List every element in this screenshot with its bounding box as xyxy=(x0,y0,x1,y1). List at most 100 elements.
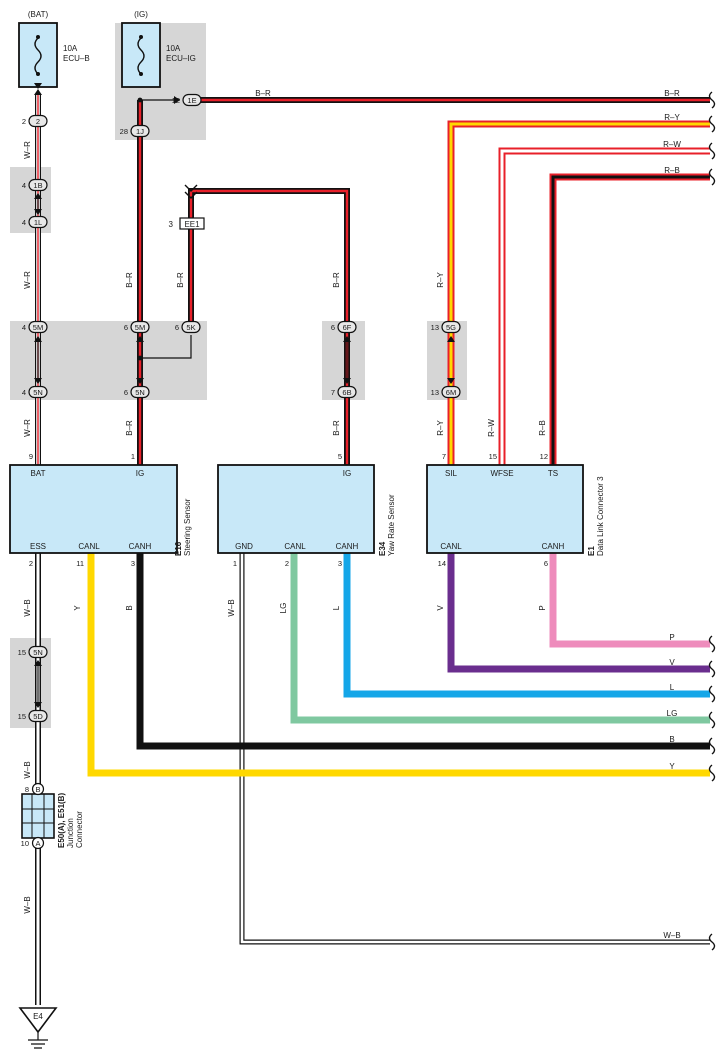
connector-6m-pin: 13 xyxy=(431,388,439,397)
connector-5n-b-id: 5N xyxy=(135,388,145,397)
wire-splice-5k xyxy=(140,335,192,359)
yaw-pin-ig: IG xyxy=(343,469,351,478)
fuse-ig xyxy=(121,22,161,88)
yaw-rate-sensor-box xyxy=(217,464,375,554)
vlabel-rw-10: R–W xyxy=(487,419,496,437)
vlabel-br-4: B–R xyxy=(125,420,134,436)
steering-pin-canl: CANL xyxy=(78,542,100,551)
steering-pin-bat: BAT xyxy=(31,469,46,478)
splice-dot-5n xyxy=(137,355,143,361)
steering-num-ess: 2 xyxy=(29,559,33,568)
vlabel-lg-18: LG xyxy=(279,603,288,614)
wire-end-marks xyxy=(708,91,716,951)
yaw-num-ig: 5 xyxy=(338,452,342,461)
wire-r-y xyxy=(447,120,710,465)
dlc3-box xyxy=(426,464,584,554)
steering-pin-canh: CANH xyxy=(129,542,152,551)
ig-fuse-name: ECU–IG xyxy=(166,54,196,63)
junction-a-dot xyxy=(31,836,45,850)
bat-source-label: (BAT) xyxy=(28,10,49,19)
connector-2-pin: 2 xyxy=(22,117,26,126)
ee1-pin: 3 xyxy=(169,220,174,229)
label-br-top-left: B–R xyxy=(255,89,271,98)
wire-p xyxy=(549,553,710,648)
ig-source-label: (IG) xyxy=(134,10,148,19)
junction-name-2: Connector xyxy=(75,811,84,848)
label-rb-right: R–B xyxy=(664,166,680,175)
vlabel-wr-0: W–R xyxy=(23,141,32,159)
dlc-pin-wfse: WFSE xyxy=(490,469,513,478)
steering-num-ig: 1 xyxy=(131,452,135,461)
label-p-right: P xyxy=(669,633,674,642)
wire-y xyxy=(87,553,710,777)
dlc-code: E1 xyxy=(587,546,596,556)
dlc-pin-sil: SIL xyxy=(445,469,458,478)
junction-code: E50(A), E51(B) xyxy=(57,793,66,848)
vlabel-br-5: B–R xyxy=(176,272,185,288)
vlabel-ry-9: R–Y xyxy=(436,420,445,436)
yaw-num-canl: 2 xyxy=(285,559,289,568)
wire-l xyxy=(343,553,710,698)
connector-5k-pin: 6 xyxy=(175,323,179,332)
steering-num-canh: 3 xyxy=(131,559,135,568)
connector-5n-b-pin: 6 xyxy=(124,388,128,397)
vlabel-rb-11: R–B xyxy=(538,420,547,436)
connector-5m-a-id: 5M xyxy=(33,323,43,332)
vlabel-b-16: B xyxy=(125,605,134,610)
steering-pin-ig: IG xyxy=(136,469,144,478)
dlc-num-canl: 14 xyxy=(438,559,446,568)
connector-5n-a-id: 5N xyxy=(33,388,43,397)
label-y-right: Y xyxy=(669,762,675,771)
yaw-pin-canh: CANH xyxy=(336,542,359,551)
yaw-name: Yaw Rate Sensor xyxy=(387,494,396,556)
connector-5m-a: 5M 4 xyxy=(22,320,48,334)
ground-label: E4 xyxy=(33,1012,43,1021)
connector-5n-c-id: 5N xyxy=(33,648,43,657)
vlabel-br-6: B–R xyxy=(332,272,341,288)
vlabel-l-19: L xyxy=(332,605,341,610)
label-wb-right: W–B xyxy=(663,931,680,940)
connector-ee1 xyxy=(179,184,205,230)
connector-1l-pin: 4 xyxy=(22,218,26,227)
connector-5g-pin: 13 xyxy=(431,323,439,332)
steering-name: Steering Sensor xyxy=(183,498,192,556)
connector-2-id: 2 xyxy=(36,117,40,126)
wire-v xyxy=(447,553,710,673)
connector-5k: 5K6 xyxy=(175,320,201,334)
wire-w-b-gnd xyxy=(239,553,710,945)
connector-5n-c-pin: 15 xyxy=(18,648,26,657)
connector-1e-id: 1E xyxy=(187,96,196,105)
vlabel-wb-17: W–B xyxy=(227,599,236,616)
connector-1l-id: 1L xyxy=(34,218,42,227)
connector-2: 22 xyxy=(22,114,48,128)
connector-1j-id: 1J xyxy=(136,127,144,136)
connector-6b: 6B7 xyxy=(331,385,357,399)
vlabel-br-3: B–R xyxy=(125,272,134,288)
label-ry-right: R–Y xyxy=(664,113,680,122)
connector-5g-id: 5G xyxy=(446,323,456,332)
connector-1b: 1B4 xyxy=(22,178,48,192)
steering-num-canl: 11 xyxy=(76,559,84,568)
dlc-pin-canl: CANL xyxy=(440,542,462,551)
connector-5g: 5G 13 xyxy=(431,320,461,334)
yaw-num-canh: 3 xyxy=(338,559,342,568)
connector-5n-a: 5N 4 xyxy=(22,385,48,399)
connector-5n-a-pin: 4 xyxy=(22,388,26,397)
wire-b xyxy=(136,553,710,750)
connector-5m-a-pin: 4 xyxy=(22,323,26,332)
vlabel-wr-1: W–R xyxy=(23,271,32,289)
label-l-right: L xyxy=(670,683,675,692)
connector-1b-pin: 4 xyxy=(22,181,26,190)
connector-5m-b-pin: 6 xyxy=(124,323,128,332)
junction-name-1: Junction xyxy=(66,818,75,848)
vlabel-y-15: Y xyxy=(73,605,82,611)
junction-a-pin: 10 xyxy=(21,839,29,848)
connector-5d-pin: 15 xyxy=(18,712,26,721)
connector-5m-b-id: 5M xyxy=(135,323,145,332)
connector-6f-id: 6F xyxy=(343,323,352,332)
junction-a-id: A xyxy=(35,839,40,848)
